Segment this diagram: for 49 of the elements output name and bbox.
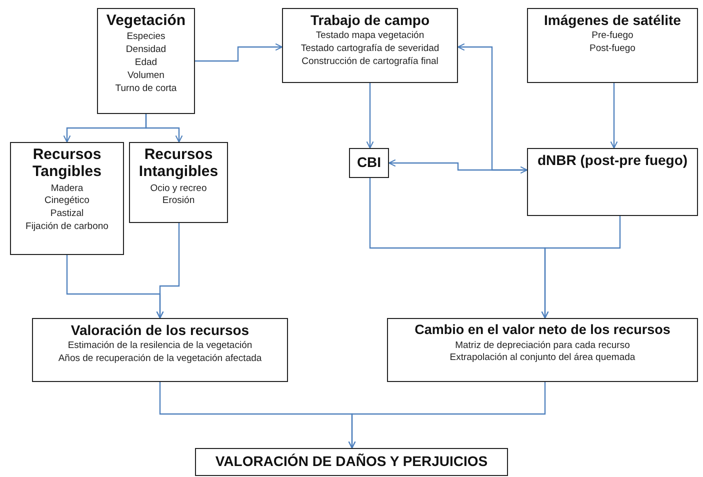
box-heading: dNBR (post-pre fuego) (537, 152, 688, 168)
box-item: Estimación de la resilencia de la vegetación (68, 340, 252, 353)
box-item: Cinegético (44, 195, 90, 208)
process-box (195, 448, 508, 476)
process-box (282, 8, 458, 83)
box-heading: Vegetación (106, 12, 186, 30)
box-heading: Imágenes de satélite (544, 12, 681, 28)
box-item: Madera (50, 182, 84, 196)
process-box (349, 148, 389, 178)
box-item: Testado mapa vegetación (316, 30, 424, 43)
process-box (527, 148, 698, 216)
process-box (527, 8, 698, 83)
process-box (10, 142, 124, 255)
box-item: Densidad (126, 44, 166, 57)
connector-arrow (457, 43, 527, 171)
process-box (32, 318, 288, 382)
connector-arrow (156, 223, 180, 319)
connector-arrow (145, 114, 183, 143)
process-box (129, 142, 228, 223)
box-heading: VALORACIÓN DE DAÑOS Y PERJUICIOS (215, 452, 488, 470)
box-item: Matriz de depreciación para cada recurso (455, 340, 630, 352)
box-item: Especies (126, 31, 166, 44)
box-item: Fijación de carbono (26, 220, 108, 234)
connector-arrow (388, 159, 528, 174)
box-item: Extrapolación al conjunto del área quemada (450, 352, 636, 366)
box-item: Pastizal (50, 208, 84, 221)
box-item: Turno de corta (115, 82, 177, 96)
connector-arrow (195, 43, 283, 62)
box-heading: Trabajo de campo (310, 12, 430, 28)
box-item: Testado cartografía de severidad (300, 42, 440, 56)
box-item: Volumen (128, 70, 164, 82)
box-item: Post-fuego (590, 42, 636, 56)
connector-arrow (366, 83, 374, 149)
box-heading: Cambio en el valor neto de los recursos (414, 322, 670, 338)
connector-arrow (348, 382, 546, 449)
process-box (387, 318, 698, 382)
box-item: Edad (134, 56, 158, 70)
box-item: Años de recuperación de la vegetación afectada (58, 352, 262, 366)
connector-arrow (541, 216, 621, 319)
box-heading: Recursos Intangibles (138, 146, 220, 180)
connector-arrow (610, 83, 618, 149)
box-item: Erosión (162, 195, 195, 208)
box-heading: Valoración de los recursos (70, 322, 250, 338)
process-box (97, 8, 195, 114)
box-item: Ocio y recreo (150, 182, 207, 196)
box-heading: CBI (356, 154, 382, 170)
box-heading: Recursos Tangibles (32, 146, 102, 180)
box-item: Pre-fuego (592, 30, 634, 43)
box-item: Construcción de cartografía final (302, 56, 438, 69)
